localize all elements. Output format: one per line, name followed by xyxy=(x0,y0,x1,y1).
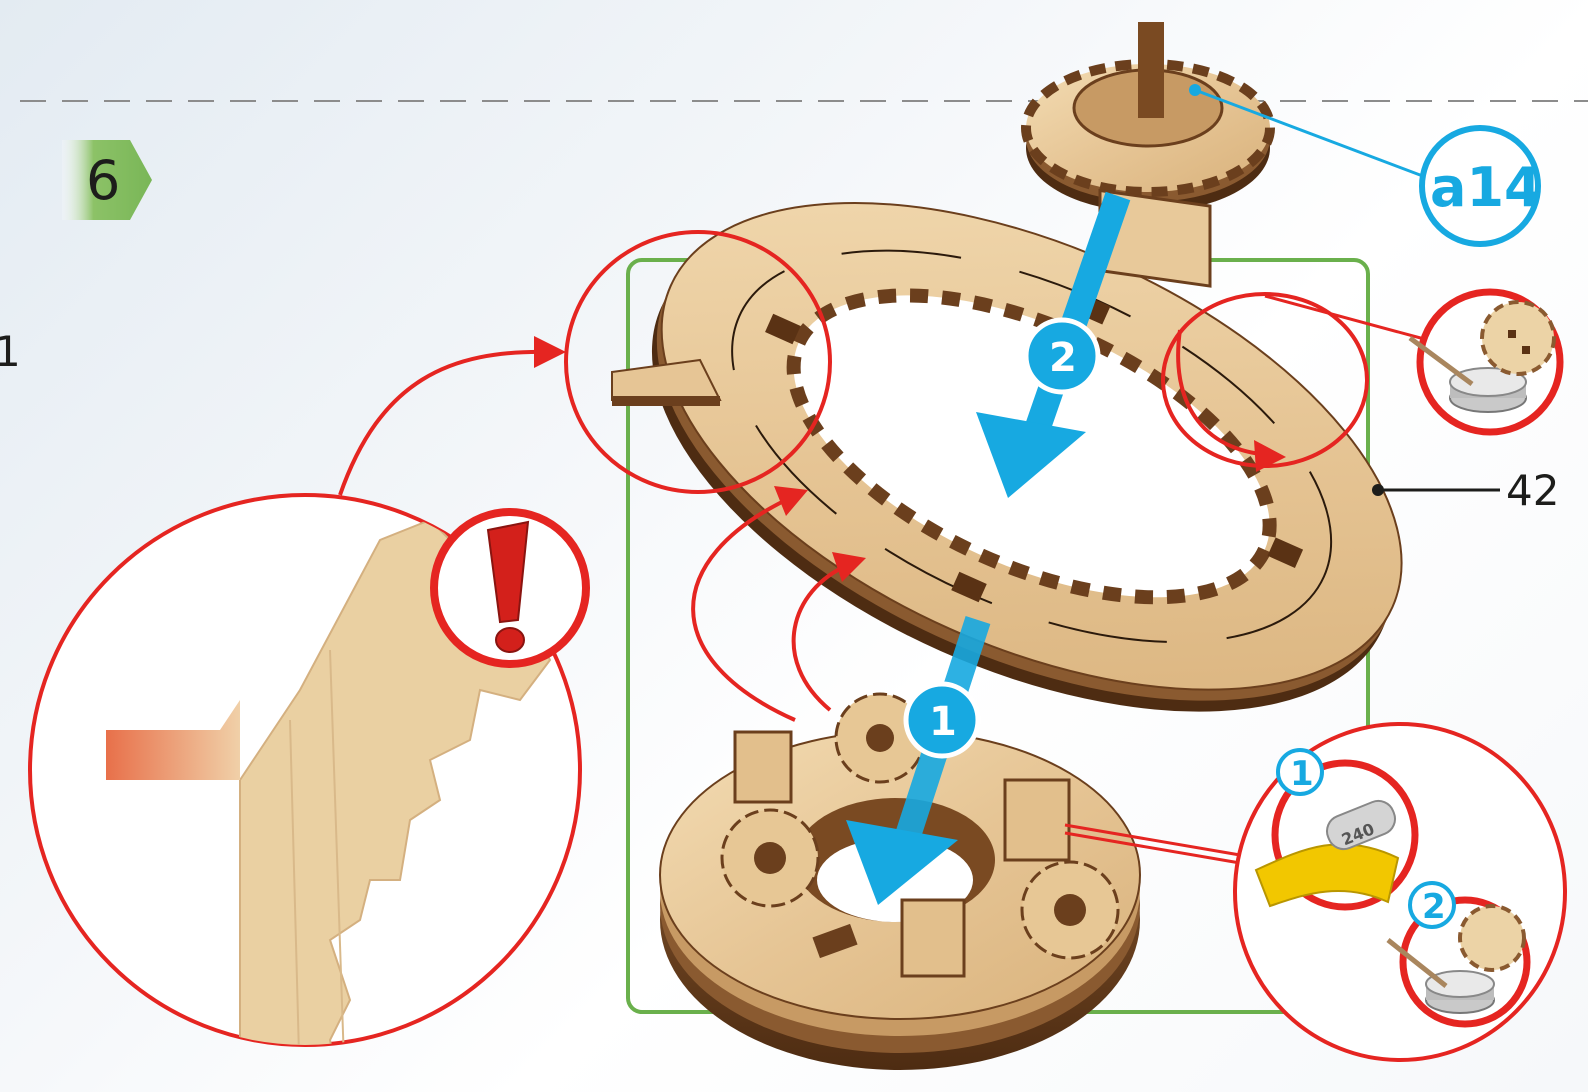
step-number: 6 xyxy=(86,149,120,212)
small-gear-right xyxy=(1022,862,1118,958)
inset-step-2: 2 xyxy=(1422,887,1446,927)
inset-step-1: 1 xyxy=(1290,754,1314,794)
arrow-zoom-to-tab xyxy=(340,352,548,495)
sanding-inset-bottom: 240 1 2 xyxy=(1235,724,1565,1060)
edge-part-label: 1 xyxy=(0,327,21,376)
zoom-detail xyxy=(30,495,586,1092)
step-badge: 6 xyxy=(62,140,152,220)
sanding-inset-top xyxy=(1410,292,1560,432)
small-gear-left xyxy=(722,810,818,906)
connector-teeth-to-inset xyxy=(1265,296,1428,340)
post-left xyxy=(735,732,791,802)
arrow-step-2-label: 2 xyxy=(1049,335,1077,381)
part-a14-label: a14 xyxy=(1430,156,1542,219)
arrow-step-1-label: 1 xyxy=(929,699,957,745)
part-42-label: 42 xyxy=(1506,466,1559,515)
post-front xyxy=(902,900,964,976)
part-42-callout: 42 xyxy=(1372,466,1559,515)
post-right xyxy=(1005,780,1069,860)
